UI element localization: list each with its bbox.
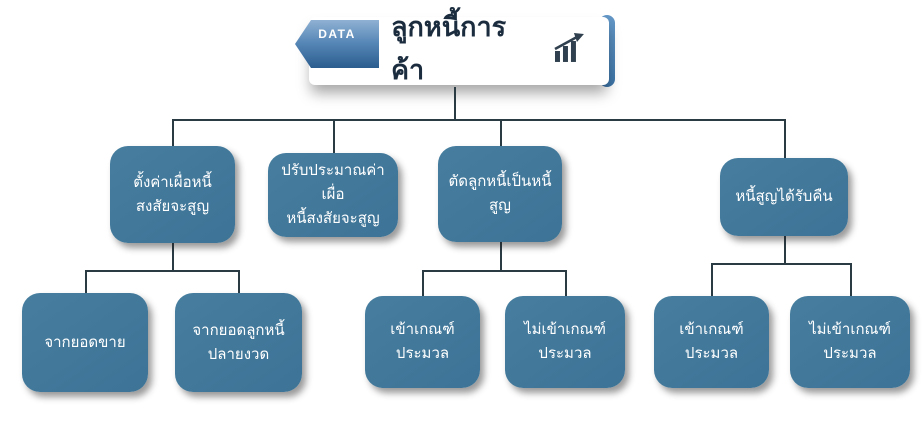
connector-drop-allowance-setup bbox=[172, 119, 174, 146]
connector-drop-allowance-adjust bbox=[333, 119, 335, 153]
node-recovered-not-qualified: ไม่เข้าเกณฑ์ ประมวล bbox=[790, 296, 910, 388]
data-tab-label: DATA bbox=[318, 27, 356, 41]
bar-chart-rising-icon bbox=[554, 33, 585, 62]
connector-level1-horizontal bbox=[172, 119, 785, 121]
node-allowance-adjust: ปรับประมาณค่าเผื่อ หนี้สงสัยจะสูญ bbox=[268, 153, 398, 237]
node-writeoff-qualified: เข้าเกณฑ์ ประมวล bbox=[365, 296, 480, 388]
connector-setup-horizontal bbox=[85, 270, 239, 272]
connector-setup-stem bbox=[172, 243, 174, 271]
connector-drop-recovered bbox=[784, 119, 786, 158]
banner-title-row: ลูกหนี้การค้า bbox=[391, 12, 587, 85]
connector-drop-from-sales bbox=[85, 270, 87, 293]
data-ribbon-tab: DATA bbox=[295, 20, 379, 68]
node-from-sales: จากยอดขาย bbox=[22, 293, 148, 392]
node-recovered-qualified: เข้าเกณฑ์ ประมวล bbox=[654, 296, 769, 388]
connector-drop-from-ending bbox=[238, 270, 240, 293]
connector-root-stem bbox=[454, 87, 456, 120]
node-writeoff-not-qualified: ไม่เข้าเกณฑ์ ประมวล bbox=[505, 296, 625, 388]
connector-drop-writeoff-not-qualified bbox=[565, 270, 567, 296]
node-write-off: ตัดลูกหนี้เป็นหนี้ สูญ bbox=[438, 146, 562, 242]
connector-drop-writeoff-qualified bbox=[422, 270, 424, 296]
connector-drop-recovered-qualified bbox=[711, 263, 713, 296]
connector-recovered-horizontal bbox=[711, 263, 852, 265]
connector-writeoff-horizontal bbox=[422, 270, 567, 272]
connector-drop-write-off bbox=[500, 119, 502, 146]
diagram-title: ลูกหนี้การค้า bbox=[391, 12, 507, 85]
header-banner: DATA ลูกหนี้การค้า bbox=[295, 12, 615, 87]
connector-writeoff-stem bbox=[500, 242, 502, 271]
connector-recovered-stem bbox=[784, 236, 786, 264]
node-allowance-setup: ตั้งค่าเผื่อหนี้ สงสัยจะสูญ bbox=[110, 146, 235, 243]
node-bad-debt-recovered: หนี้สูญได้รับคืน bbox=[720, 158, 848, 236]
connector-drop-recovered-not-qualified bbox=[850, 263, 852, 296]
node-from-ending-receivables: จากยอดลูกหนี้ ปลายงวด bbox=[175, 293, 302, 392]
